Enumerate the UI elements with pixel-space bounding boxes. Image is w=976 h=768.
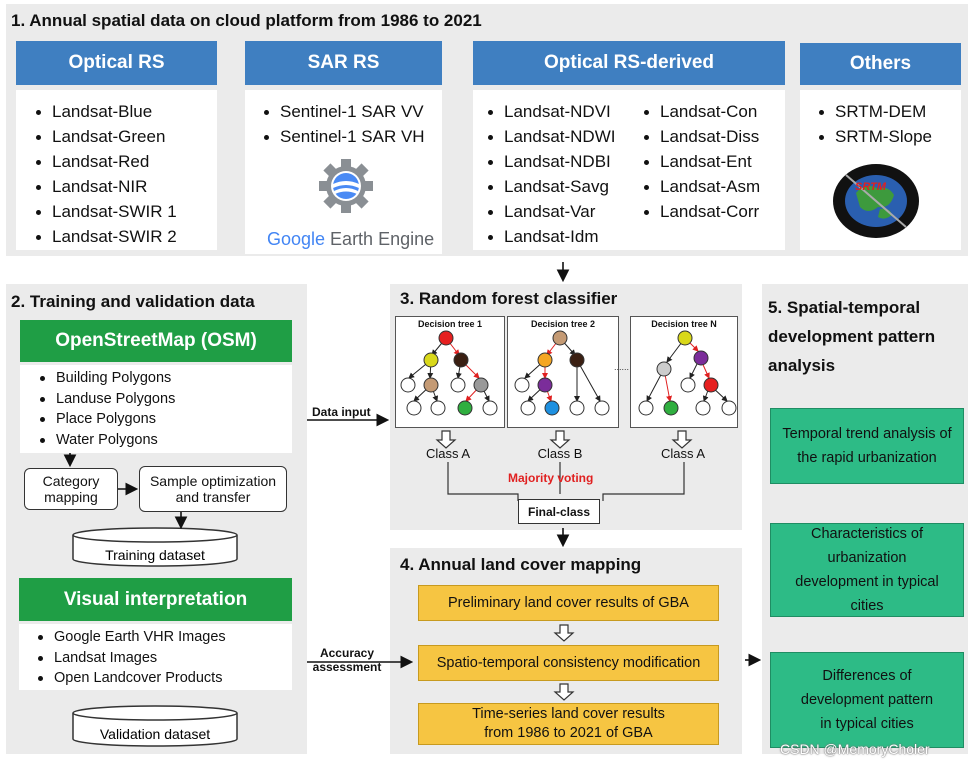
treeN-title: Decision tree N bbox=[651, 319, 717, 329]
derived-item: Landsat-Idm bbox=[484, 224, 615, 249]
derived-item: Landsat-NDWI bbox=[484, 124, 615, 149]
tree-ellipsis: ...... bbox=[614, 362, 630, 372]
tree2-title: Decision tree 2 bbox=[530, 319, 596, 329]
optical-rs-item: Landsat-NIR bbox=[32, 174, 177, 199]
step-consistency: Spatio-temporal consistency modification bbox=[418, 645, 719, 681]
earth-engine-icon bbox=[318, 158, 374, 214]
derived-item: Landsat-Var bbox=[484, 199, 615, 224]
tree2-class: Class B bbox=[537, 446, 583, 461]
training-dataset-cylinder bbox=[72, 527, 238, 567]
derived-item: Landsat-Corr bbox=[640, 199, 760, 224]
step-time-series: Time-series land cover results from 1986… bbox=[418, 703, 719, 745]
osm-item: Place Polygons bbox=[36, 409, 175, 430]
tree1-box bbox=[395, 316, 505, 428]
step-preliminary: Preliminary land cover results of GBA bbox=[418, 585, 719, 621]
osm-header: OpenStreetMap (OSM) bbox=[20, 320, 292, 362]
section4-title: 4. Annual land cover mapping bbox=[400, 555, 642, 574]
visual-item: Open Landcover Products bbox=[34, 668, 226, 689]
osm-item: Landuse Polygons bbox=[36, 389, 175, 410]
tree2-box bbox=[507, 316, 619, 428]
data-input-label: Data input bbox=[312, 405, 371, 419]
derived-item: Landsat-Con bbox=[640, 99, 760, 124]
visual-item: Landsat Images bbox=[34, 648, 226, 669]
trend-analysis-box: Temporal trend analysis of the rapid urb… bbox=[770, 408, 964, 484]
optical-rs-item: Landsat-Red bbox=[32, 149, 177, 174]
derived-item: Landsat-NDVI bbox=[484, 99, 615, 124]
earth-engine-logo: Google Earth Engine bbox=[267, 229, 434, 250]
majority-voting-label: Majority voting bbox=[508, 471, 594, 485]
earth-engine-wordmark: Earth Engine bbox=[325, 229, 435, 249]
section1-title: 1. Annual spatial data on cloud platform… bbox=[11, 11, 482, 30]
visual-item: Google Earth VHR Images bbox=[34, 627, 226, 648]
optical-rs-item: Landsat-Green bbox=[32, 124, 177, 149]
derived-item: Landsat-Savg bbox=[484, 174, 615, 199]
sar-rs-item: Sentinel-1 SAR VH bbox=[260, 124, 425, 149]
osm-box bbox=[20, 365, 292, 453]
characteristics-box: Characteristics of urbanization developm… bbox=[770, 523, 964, 617]
tree1-class: Class A bbox=[425, 446, 471, 461]
optical-rs-header: Optical RS bbox=[16, 41, 217, 85]
others-item: SRTM-DEM bbox=[815, 99, 932, 124]
optical-rs-item: Landsat-Blue bbox=[32, 99, 177, 124]
others-header: Others bbox=[800, 43, 961, 85]
validation-dataset-label: Validation dataset bbox=[99, 726, 211, 742]
others-item: SRTM-Slope bbox=[815, 124, 932, 149]
treeN-class: Class A bbox=[660, 446, 706, 461]
derived-item: Landsat-NDBI bbox=[484, 149, 615, 174]
optical-rs-item: Landsat-SWIR 2 bbox=[32, 224, 177, 249]
tree1-title: Decision tree 1 bbox=[417, 319, 483, 329]
sar-rs-item: Sentinel-1 SAR VV bbox=[260, 99, 425, 124]
visual-interpretation-header: Visual interpretation bbox=[19, 578, 292, 621]
treeN-box bbox=[630, 316, 738, 428]
training-dataset-label: Training dataset bbox=[105, 547, 205, 563]
srtm-logo bbox=[832, 163, 920, 239]
optical-rs-item: Landsat-SWIR 1 bbox=[32, 199, 177, 224]
section5-title: 5. Spatial-temporal development pattern … bbox=[768, 298, 936, 375]
srtm-badge: SRTM bbox=[855, 181, 886, 193]
section2-title: 2. Training and validation data bbox=[11, 292, 255, 311]
accuracy-assessment-label: Accuracy assessment bbox=[312, 646, 382, 674]
google-wordmark: Google bbox=[267, 229, 326, 249]
optical-rs-box bbox=[16, 90, 217, 250]
section3-title: 3. Random forest classifier bbox=[400, 289, 618, 308]
derived-item: Landsat-Asm bbox=[640, 174, 760, 199]
osm-item: Building Polygons bbox=[36, 368, 175, 389]
visual-interpretation-box bbox=[19, 624, 292, 690]
derived-box bbox=[473, 90, 785, 250]
sample-optimization-box: Sample optimization and transfer bbox=[139, 466, 287, 512]
watermark: CSDN @MemoryCholer bbox=[780, 741, 930, 757]
osm-item: Water Polygons bbox=[36, 430, 175, 451]
derived-item: Landsat-Ent bbox=[640, 149, 760, 174]
derived-item: Landsat-Diss bbox=[640, 124, 760, 149]
derived-header: Optical RS-derived bbox=[473, 41, 785, 85]
differences-box: Differences of development pattern in ty… bbox=[770, 652, 964, 748]
final-class-box: Final-class bbox=[518, 499, 600, 524]
sar-rs-header: SAR RS bbox=[245, 41, 442, 85]
validation-dataset-cylinder bbox=[72, 705, 238, 747]
category-mapping-box: Category mapping bbox=[24, 468, 118, 510]
